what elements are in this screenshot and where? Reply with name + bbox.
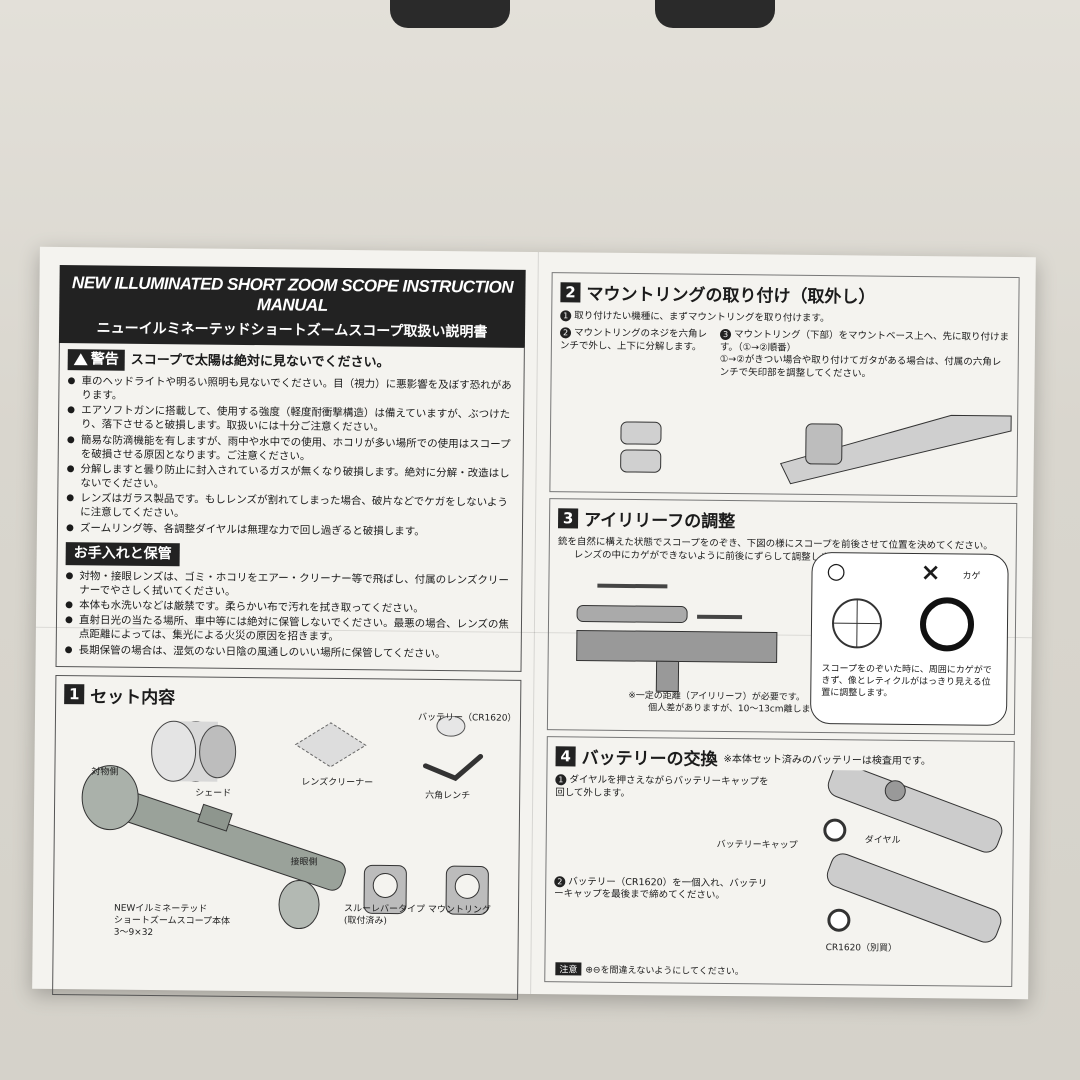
scope-turret-2-icon bbox=[826, 853, 1002, 943]
battery-icon bbox=[436, 715, 466, 737]
battery-label: バッテリー（CR1620） bbox=[417, 712, 517, 724]
list-item: 直射日光の当たる場所、車中等には絶対に保管しないでください。最悪の場合、レンズの… bbox=[65, 613, 513, 646]
care-badge: お手入れと保管 bbox=[65, 541, 180, 566]
hex-wrench-icon bbox=[423, 753, 484, 781]
step-number: 2 bbox=[559, 327, 572, 339]
cleaner-label: レンズクリーナー bbox=[301, 777, 374, 789]
fold-line-vertical bbox=[530, 252, 539, 994]
list-item: レンズはガラス製品です。もしレンズが割れてしまった場合、破片などでケガをしないよ… bbox=[66, 491, 514, 524]
mount-rings-icon bbox=[363, 864, 489, 915]
set-contents-section: 1 セット内容 bbox=[52, 674, 522, 1000]
mount-part-top-right bbox=[655, 0, 775, 28]
objective-label: 対物側 bbox=[91, 767, 119, 778]
section-number: 1 bbox=[64, 684, 85, 705]
reticle-views bbox=[832, 597, 975, 652]
mount-step-2: マウントリングのネジを六角レンチで外し、上下に分解します。 bbox=[559, 327, 708, 353]
list-item: 分解しますと曇り防止に封入されているガスが無くなり破損します。絶対に分解・改造は… bbox=[66, 462, 514, 495]
reticle-shadow-icon bbox=[920, 597, 975, 652]
step-number: 3 bbox=[719, 328, 732, 340]
caution-text: ⊕⊖を間違えないようにしてください。 bbox=[585, 965, 744, 978]
cr1620-label: CR1620（別買） bbox=[825, 943, 898, 954]
section-title: マウントリングの取り付け（取外し） bbox=[586, 284, 876, 308]
ring-parts-icon bbox=[620, 421, 662, 473]
shade-label: シェード bbox=[195, 788, 232, 799]
step-number: 1 bbox=[555, 774, 567, 786]
title-bar: NEW ILLUMINATED SHORT ZOOM SCOPE INSTRUC… bbox=[58, 265, 526, 348]
warning-icon bbox=[73, 353, 88, 366]
mount-step-3b: ①→②がきつい場合や取り付けてガタがある場合は、付属の六角レンチで矢印部を調整し… bbox=[719, 354, 1002, 380]
view-callout: ○ × カゲ スコープをのぞいた時に、周囲にカゲができず、像とレティクルがはっき… bbox=[809, 551, 1009, 726]
section-number: 4 bbox=[555, 745, 576, 766]
warning-headline: スコープで太陽は絶対に見ないでください。 bbox=[130, 352, 390, 371]
rings-label-2: (取付済み) bbox=[343, 915, 387, 927]
dial-label: ダイヤル bbox=[864, 835, 901, 846]
warning-section: 警告 スコープで太陽は絶対に見ないでください。 車のヘッドライトや明るい照明も見… bbox=[55, 343, 525, 672]
wrench-label: 六角レンチ bbox=[425, 790, 471, 802]
cap-label: バッテリーキャップ bbox=[716, 839, 798, 851]
eyepiece-label: 接眼側 bbox=[290, 857, 318, 868]
reticle-clear-icon bbox=[832, 598, 883, 649]
shade-icon bbox=[151, 720, 237, 782]
section-title: バッテリーの交換 bbox=[581, 748, 718, 770]
section-number: 3 bbox=[557, 507, 579, 528]
warning-badge: 警告 bbox=[67, 349, 125, 371]
caution-note: 注意 ⊕⊖を間違えないようにしてください。 bbox=[555, 962, 744, 977]
section-title: セット内容 bbox=[90, 687, 176, 708]
title-english: NEW ILLUMINATED SHORT ZOOM SCOPE INSTRUC… bbox=[71, 273, 514, 315]
mount-step-1: 取り付けたい機種に、まずマウントリングを取り付けます。 bbox=[574, 310, 830, 325]
eye-relief-section: 3 アイリリーフの調整 銃を自然に構えた状態でスコープをのぞき、下図の様にスコー… bbox=[546, 498, 1018, 736]
scope-turret-icon bbox=[823, 769, 1003, 853]
mount-step-3: マウントリング（下部）をマウントベース上へ、先に取り付けます。（①→②順番） bbox=[719, 328, 1010, 354]
warning-list: 車のヘッドライトや明るい照明も見ないでください。目（視力）に悪影響を及ぼす恐れが… bbox=[66, 374, 516, 540]
set-contents-illustration bbox=[81, 715, 489, 929]
list-item: 簡易な防滴機能を有しますが、雨中や水中での使用、ホコリが多い場所での使用はスコー… bbox=[67, 433, 515, 466]
list-item: 車のヘッドライトや明るい照明も見ないでください。目（視力）に悪影響を及ぼす恐れが… bbox=[67, 374, 515, 407]
shadow-label: カゲ bbox=[962, 571, 981, 582]
battery-step-1: ダイヤルを押さえながらバッテリーキャップを回して外します。 bbox=[555, 774, 769, 799]
scope-label-3: 3～9×32 bbox=[113, 927, 154, 938]
ng-mark: × bbox=[920, 558, 941, 587]
ok-mark: ○ bbox=[826, 559, 846, 585]
scope-icon bbox=[81, 764, 346, 929]
section-number: 2 bbox=[560, 281, 581, 302]
eye-relief-note-2: 個人差がありますが、10～13cm離します。 bbox=[648, 703, 828, 716]
list-item: エアソフトガンに搭載して、使用する強度（軽度耐衝撃構造）は備えていますが、ぶつけ… bbox=[67, 403, 515, 436]
double-arrow-icon bbox=[597, 583, 743, 620]
mount-illustration bbox=[620, 414, 1012, 485]
section-subtitle: ※本体セット済みのバッテリーは検査用です。 bbox=[723, 753, 932, 768]
section-title: アイリリーフの調整 bbox=[583, 510, 736, 533]
mount-part-top-left bbox=[390, 0, 510, 28]
rifle-illustration bbox=[576, 583, 778, 693]
left-page: NEW ILLUMINATED SHORT ZOOM SCOPE INSTRUC… bbox=[52, 265, 526, 1000]
rail-mount-icon bbox=[779, 414, 1012, 485]
callout-text: スコープをのぞいた時に、周囲にカゲができず、像とレティクルがはっきり見える位置に… bbox=[821, 664, 992, 700]
step-number: 2 bbox=[554, 875, 566, 887]
instruction-sheet: NEW ILLUMINATED SHORT ZOOM SCOPE INSTRUC… bbox=[32, 246, 1036, 1000]
battery-illustration bbox=[823, 769, 1003, 943]
title-japanese: ニューイルミネーテッドショートズームスコープ取扱い説明書 bbox=[96, 320, 488, 341]
step-number: 1 bbox=[560, 310, 572, 322]
care-list: 対物・接眼レンズは、ゴミ・ホコリをエアー・クリーナー等で飛ばし、付属のレンズクリ… bbox=[65, 569, 514, 662]
caution-badge: 注意 bbox=[555, 962, 582, 976]
warning-badge-label: 警告 bbox=[90, 351, 119, 368]
list-item: 対物・接眼レンズは、ゴミ・ホコリをエアー・クリーナー等で飛ばし、付属のレンズクリ… bbox=[65, 569, 513, 602]
battery-step-2: バッテリー（CR1620）を一個入れ、バッテリーキャップを最後まで締めてください… bbox=[554, 875, 768, 902]
lens-cleaner-icon bbox=[294, 721, 367, 768]
